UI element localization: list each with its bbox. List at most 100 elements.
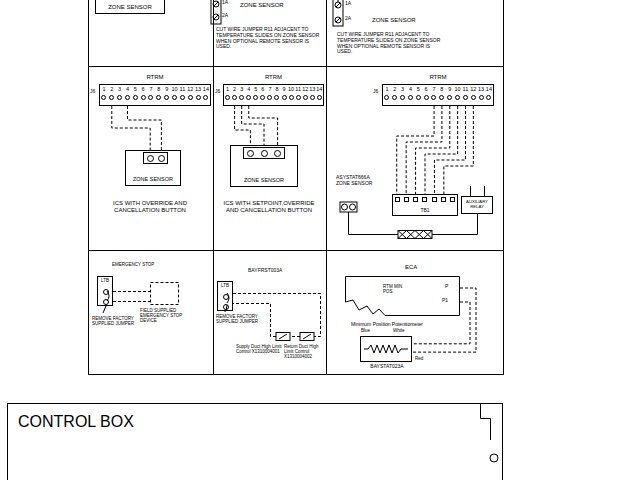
board-outline xyxy=(346,277,460,316)
terminal-symbol xyxy=(274,95,279,100)
note-label: 1A xyxy=(222,0,228,6)
potentiometer-box: Minimum Position PotentiometerBAYSTAT023… xyxy=(360,336,412,362)
field-wire xyxy=(128,106,162,150)
control-box: CONTROL BOX xyxy=(7,403,503,480)
terminal-symbol xyxy=(180,95,185,100)
terminal-housing xyxy=(243,147,284,159)
note-label: 2A xyxy=(345,16,351,22)
terminal-symbol xyxy=(416,95,421,100)
coil-symbol xyxy=(398,231,432,239)
pin-number: 5 xyxy=(252,85,259,94)
terminal-symbol xyxy=(203,95,208,100)
pin-row: 1234567891011121314 xyxy=(224,85,323,94)
sensor-box: ZONE SENSOR xyxy=(95,0,165,14)
node-text: BAYSTAT023A xyxy=(347,364,427,370)
terminal-symbol xyxy=(392,95,397,100)
terminal-housing xyxy=(333,0,343,26)
pin-cell xyxy=(383,94,391,103)
pin-number: 1 xyxy=(100,85,108,94)
pin-number: 7 xyxy=(266,85,273,94)
pin-number: 9 xyxy=(281,85,288,94)
pin-row xyxy=(383,94,493,103)
terminal-symbol xyxy=(289,95,294,100)
pin-cell xyxy=(124,94,132,103)
node-text: ZONE SENSOR xyxy=(108,4,152,11)
terminal-housing xyxy=(340,202,357,212)
terminal-symbol xyxy=(282,95,287,100)
pin-number: 11 xyxy=(178,85,186,94)
terminal-symbol xyxy=(141,95,146,100)
pin-row xyxy=(100,94,210,103)
pin-number: 5 xyxy=(414,85,422,94)
terminal-symbol xyxy=(117,95,122,100)
terminal-symbol xyxy=(246,95,251,100)
note-label: ASYSTAT666A ZONE SENSOR xyxy=(336,175,380,187)
panel-grid xyxy=(88,0,504,375)
pin-cell xyxy=(100,94,108,103)
terminal-symbol xyxy=(103,299,109,305)
terminal-symbol xyxy=(225,95,230,100)
pin-number: 2 xyxy=(391,85,399,94)
terminal-symbol xyxy=(164,95,169,100)
pin-number: 7 xyxy=(430,85,438,94)
pin-number: 9 xyxy=(163,85,171,94)
terminal-symbol xyxy=(101,95,106,100)
pin-number: 3 xyxy=(116,85,124,94)
pin-cell xyxy=(238,94,245,103)
note-label: BAYFRST003A xyxy=(248,268,282,274)
terminal-symbol xyxy=(125,95,130,100)
terminal-slash xyxy=(214,0,338,19)
pin-number: 6 xyxy=(139,85,147,94)
node-text: ECA xyxy=(405,264,417,271)
terminal-symbol xyxy=(350,204,356,210)
node-text: P1 xyxy=(442,298,448,304)
pin-row: 1234567891011121314 xyxy=(100,85,210,94)
pin-number: 2 xyxy=(108,85,116,94)
pin-number: 10 xyxy=(171,85,179,94)
node-text: ZONE SENSOR xyxy=(244,177,284,183)
terminal-symbol xyxy=(447,95,452,100)
pin-cell xyxy=(178,94,186,103)
pin-number: 8 xyxy=(438,85,446,94)
control-board: ECARTM MIN POSPP1 xyxy=(345,276,460,316)
note-label: ZONE SENSOR xyxy=(240,2,284,9)
terminal-symbol xyxy=(479,95,484,100)
pin-number: 10 xyxy=(288,85,295,94)
pin-cell xyxy=(252,94,259,103)
field-wire xyxy=(416,106,450,194)
note-label: J6 xyxy=(90,89,95,95)
terminal-symbol xyxy=(463,95,468,100)
pin-number: 13 xyxy=(194,85,202,94)
pin-cell xyxy=(202,94,210,103)
pin-number: 8 xyxy=(273,85,280,94)
terminal-block: LTB xyxy=(97,276,113,306)
note-label: REMOVE FACTORY SUPPLIED JUMPER xyxy=(92,316,142,326)
terminal-symbol xyxy=(103,289,109,295)
pin-cell xyxy=(108,94,116,103)
terminal-symbol xyxy=(310,95,315,100)
pin-cell xyxy=(485,94,493,103)
node-text: TB1 xyxy=(420,208,429,214)
pin-cell xyxy=(391,94,399,103)
leader-line xyxy=(103,306,106,313)
note-label: Red xyxy=(415,356,423,361)
pin-cell xyxy=(399,94,407,103)
terminal-cell xyxy=(448,196,457,204)
field-wire xyxy=(235,106,251,145)
terminal-symbol xyxy=(431,95,436,100)
board-name: RTRM xyxy=(383,74,493,81)
terminal-slash xyxy=(336,3,340,22)
note-label: J6 xyxy=(373,89,378,95)
terminal-block: LTB xyxy=(217,281,233,311)
note-label: Blue xyxy=(361,328,370,333)
pin-cell xyxy=(309,94,316,103)
terminal-row xyxy=(393,196,457,204)
pin-number: 12 xyxy=(469,85,477,94)
note-label: 2A xyxy=(222,13,228,19)
terminal-symbol xyxy=(404,197,409,202)
field-wire xyxy=(406,106,442,194)
pin-number: 2 xyxy=(231,85,238,94)
